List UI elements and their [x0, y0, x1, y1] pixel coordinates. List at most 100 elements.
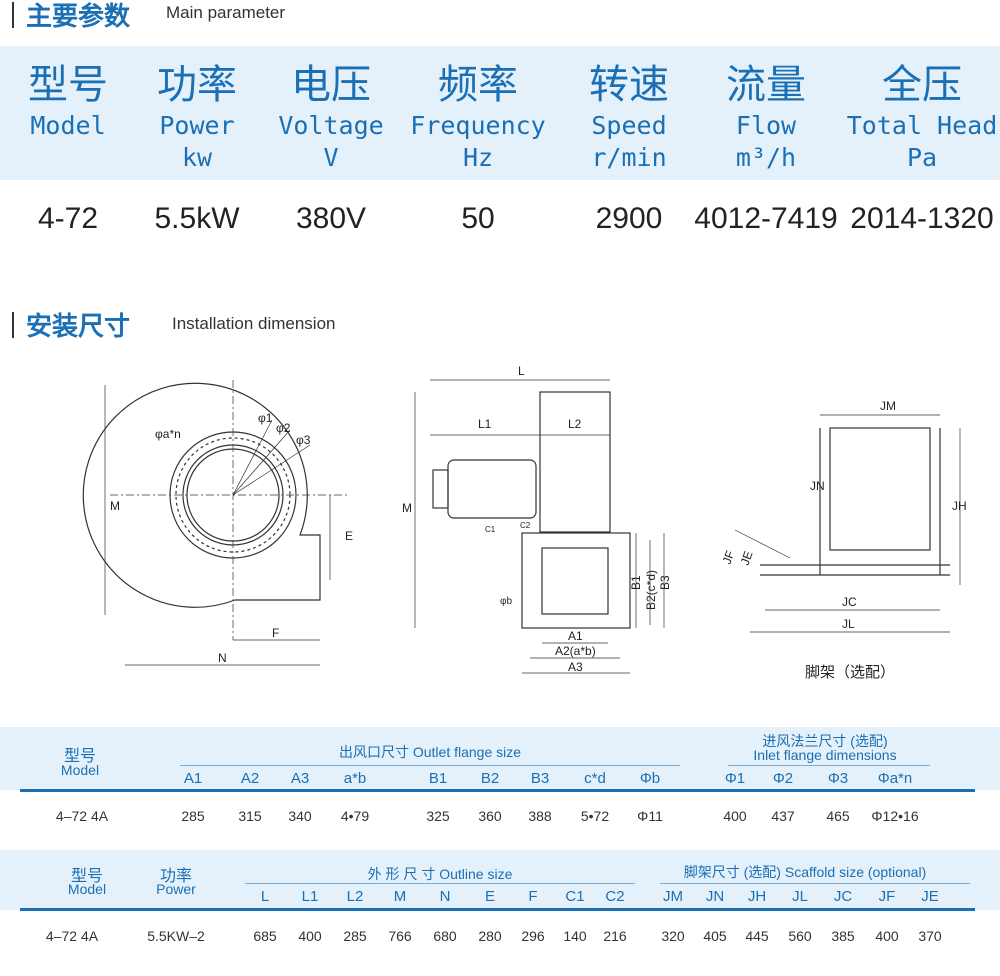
section-marker	[12, 2, 14, 28]
label-JM: JM	[880, 399, 896, 413]
t2-cell: 400	[298, 928, 322, 944]
param-value: 380V	[295, 202, 367, 235]
param-value: 4-72	[37, 202, 99, 235]
t1-column-header: A2	[240, 770, 260, 787]
label-phi-an: φa*n	[155, 427, 181, 441]
t2-column-header: JL	[792, 888, 808, 905]
label-C1: C1	[485, 525, 496, 534]
t2-cell: 285	[343, 928, 367, 944]
t1-cell: 360	[478, 808, 502, 824]
label-A3: A3	[568, 660, 583, 674]
t1-cell: 5•72	[580, 808, 610, 824]
t2-cell: 370	[918, 928, 942, 944]
table2-divider	[20, 908, 975, 911]
t2-column-header: F	[528, 888, 538, 905]
t2-scaffold-title: 脚架尺寸 (选配) Scaffold size (optional)	[683, 864, 927, 880]
t1-cell: Φ11	[637, 808, 663, 824]
t2-cell: 685	[253, 928, 277, 944]
t1-column-header: A3	[290, 770, 310, 787]
t1-cell: 315	[238, 808, 262, 824]
t2-row-power: 5.5KW–2	[147, 928, 205, 944]
label-B3: B3	[658, 575, 672, 590]
t1-cell: Φ12•16	[871, 808, 919, 824]
label-phi2: φ2	[276, 421, 291, 435]
label-JC: JC	[842, 595, 857, 609]
t2-cell: 766	[388, 928, 412, 944]
t2-cell: 385	[831, 928, 855, 944]
side-view-drawing	[82, 380, 350, 666]
t2-cell: 296	[521, 928, 545, 944]
param-header-en: Frequency	[410, 111, 546, 140]
t2-cell: 405	[703, 928, 727, 944]
label-B1: B1	[629, 575, 643, 590]
t1-model-en: Model	[60, 762, 100, 778]
t1-inlet-title-cn: 进风法兰尺寸 (选配)	[762, 733, 888, 749]
t1-column-header: c*d	[584, 770, 606, 787]
t2-model-en: Model	[67, 881, 107, 897]
front-view-drawing	[414, 379, 665, 674]
t2-column-header: JN	[705, 888, 725, 905]
t2-column-header: L2	[346, 888, 364, 905]
label-F: F	[272, 626, 279, 640]
label-JN: JN	[810, 479, 825, 493]
param-value: 5.5kW	[154, 202, 240, 235]
param-header-unit: r/min	[591, 143, 667, 172]
param-header-cn: 功率	[157, 63, 237, 107]
t1-row-model: 4–72 4A	[55, 808, 109, 824]
t1-column-header: B2	[480, 770, 500, 787]
section-title-en: Main parameter	[166, 3, 286, 22]
t2-cell: 320	[661, 928, 685, 944]
t1-cell: 340	[288, 808, 312, 824]
t1-cell: 388	[528, 808, 552, 824]
label-phi3: φ3	[296, 433, 311, 447]
label-A2: A2(a*b)	[555, 644, 596, 658]
t1-column-header: Φb	[639, 770, 661, 787]
t1-column-header: A1	[183, 770, 203, 787]
param-value: 2014-1320	[850, 202, 994, 235]
t2-power-en: Power	[156, 881, 196, 897]
t2-cell: 680	[433, 928, 457, 944]
param-header-cn: 全压	[882, 63, 962, 107]
label-A1: A1	[568, 629, 583, 643]
t1-column-header: a*b	[343, 770, 367, 787]
t1-column-header: Φ3	[827, 770, 849, 787]
t2-column-header: C1	[565, 888, 585, 905]
param-header-en: Total Head	[846, 111, 998, 140]
t2-cell: 445	[745, 928, 769, 944]
t1-cell: 325	[426, 808, 450, 824]
t2-column-header: E	[484, 888, 496, 905]
t2-column-header: L	[260, 888, 270, 905]
t1-cell: 400	[723, 808, 747, 824]
label-B2: B2(c*d)	[644, 570, 658, 610]
section-title-cn: 安装尺寸	[26, 311, 131, 341]
label-L2: L2	[568, 417, 582, 431]
t2-cell: 560	[788, 928, 812, 944]
t1-inlet-title-en: Inlet flange dimensions	[753, 747, 897, 763]
t2-column-header: JH	[747, 888, 767, 905]
param-header-unit: Hz	[462, 143, 494, 172]
label-JL: JL	[842, 617, 855, 631]
t2-column-header: M	[393, 888, 407, 905]
label-JE: JE	[738, 549, 756, 567]
t1-column-header: Φ2	[772, 770, 794, 787]
scaffold-group-line	[660, 883, 970, 884]
section-marker	[12, 312, 14, 338]
t1-cell: 285	[181, 808, 205, 824]
t1-cell: 4•79	[340, 808, 370, 824]
t2-cell: 140	[563, 928, 587, 944]
param-value: 4012-7419	[694, 202, 838, 235]
label-phib: φb	[500, 596, 512, 607]
stand-caption: 脚架（选配）	[805, 664, 895, 681]
label-C2: C2	[520, 521, 531, 530]
t2-column-header: N	[439, 888, 451, 905]
t2-row-model: 4–72 4A	[45, 928, 99, 944]
t2-cell: 216	[603, 928, 627, 944]
t2-column-header: JC	[833, 888, 853, 905]
t2-outline-title: 外 形 尺 寸 Outline size	[367, 866, 513, 882]
param-value: 50	[461, 202, 495, 235]
t2-column-header: JE	[921, 888, 939, 905]
table2-header-band	[0, 850, 1000, 910]
param-header-cn: 频率	[438, 63, 518, 107]
t2-model-cn: 型号	[70, 868, 104, 885]
table1-header-band	[0, 727, 1000, 790]
